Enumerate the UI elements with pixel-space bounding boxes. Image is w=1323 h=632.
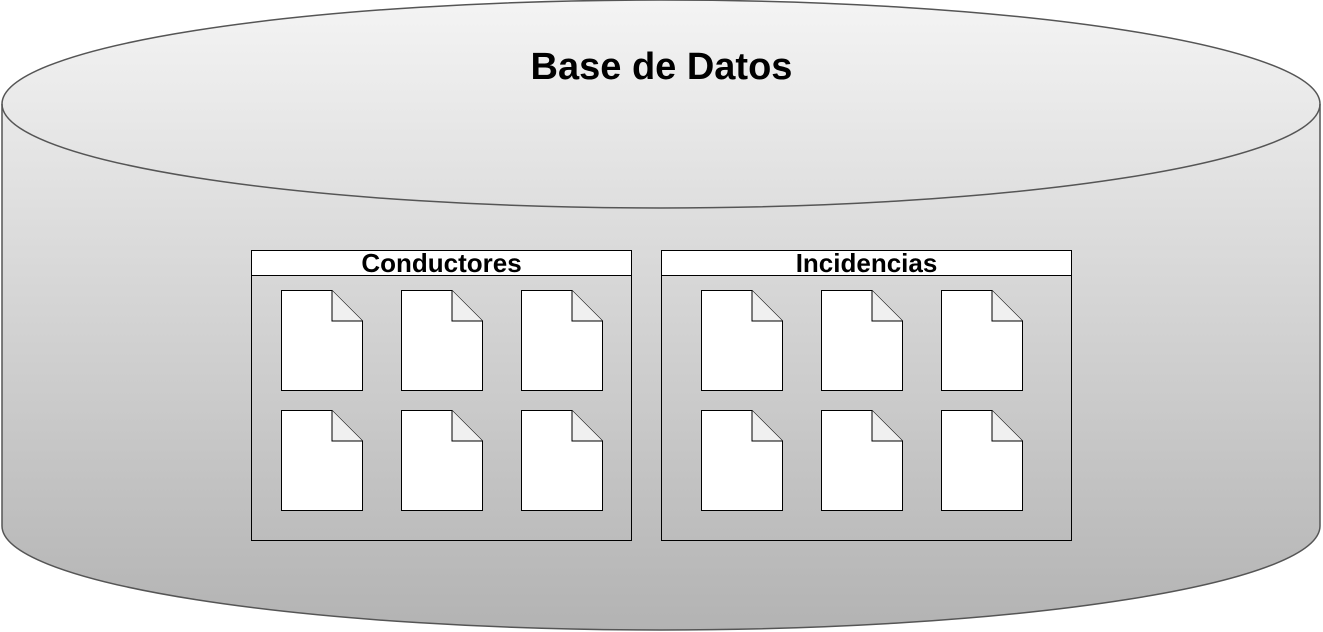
document-icon [701,290,783,391]
collection-incidencias: Incidencias [661,250,1072,541]
document-icon [281,410,363,511]
collection-title: Incidencias [662,250,1071,276]
document-icon [821,290,903,391]
document-icon [521,410,603,511]
document-icon [701,410,783,511]
document-icon [941,290,1023,391]
document-icon [821,410,903,511]
document-icon [941,410,1023,511]
cylinder-top-rim [1,103,1321,209]
document-icon [401,410,483,511]
database-title: Base de Datos [530,46,793,88]
document-icon [281,290,363,391]
collection-title: Conductores [252,250,631,276]
collection-conductores: Conductores [251,250,632,541]
document-icon [401,290,483,391]
document-icon [521,290,603,391]
